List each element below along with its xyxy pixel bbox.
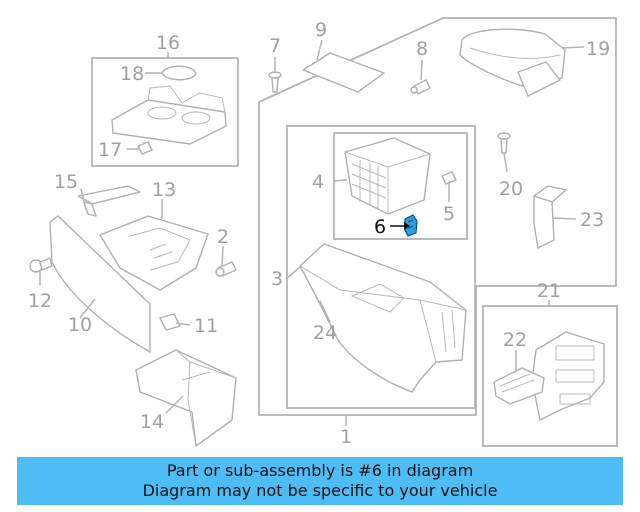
bracket-15-part xyxy=(77,185,141,217)
console-body-part xyxy=(299,243,467,393)
callout-20: 20 xyxy=(499,178,523,200)
lower-bracket-14-part xyxy=(135,349,237,447)
callout-1: 1 xyxy=(340,426,352,448)
callout-16: 16 xyxy=(156,32,180,54)
box-16 xyxy=(91,57,239,167)
screw-8 xyxy=(410,79,431,95)
callout-15: 15 xyxy=(54,171,78,193)
bolt-12 xyxy=(29,257,53,273)
banner-line-disclaimer: Diagram may not be specific to your vehi… xyxy=(142,481,498,500)
clip-5 xyxy=(441,171,457,185)
part-6-highlighted xyxy=(404,214,418,237)
callout-6-highlighted: 6 xyxy=(374,216,386,238)
box-21 xyxy=(482,305,618,447)
frame-13-part xyxy=(99,215,209,291)
callout-10: 10 xyxy=(68,314,92,336)
callout-11: 11 xyxy=(194,315,218,337)
callout-4: 4 xyxy=(312,171,324,193)
callout-14: 14 xyxy=(140,411,164,433)
banner-line-part-number: Part or sub-assembly is #6 in diagram xyxy=(166,461,474,480)
box-3 xyxy=(286,125,476,409)
callout-17: 17 xyxy=(98,139,122,161)
leader-lines xyxy=(39,39,585,426)
callout-8: 8 xyxy=(416,38,428,60)
callout-12: 12 xyxy=(28,290,52,312)
clip-11 xyxy=(159,313,181,331)
callout-22: 22 xyxy=(503,329,527,351)
callout-3: 3 xyxy=(271,268,283,290)
rear-vent-panel-part xyxy=(493,331,605,421)
callout-21: 21 xyxy=(537,280,561,302)
vent-duct-23-part xyxy=(533,185,567,249)
callout-18: 18 xyxy=(120,63,144,85)
cupholder-part xyxy=(111,65,227,155)
parts-diagram: 16 18 17 7 9 8 19 4 5 6 15 13 2 3 12 10 … xyxy=(28,17,618,448)
bolt-2 xyxy=(215,261,237,277)
callout-23: 23 xyxy=(580,209,604,231)
callout-2: 2 xyxy=(217,226,229,248)
storage-bin-part xyxy=(344,137,431,215)
side-panel-10 xyxy=(49,215,151,353)
part-9-sheet xyxy=(302,52,385,93)
info-banner: Part or sub-assembly is #6 in diagram Di… xyxy=(17,457,623,505)
callout-24: 24 xyxy=(313,322,337,344)
armrest-lid-part xyxy=(459,28,566,97)
callout-19: 19 xyxy=(586,38,610,60)
callout-5: 5 xyxy=(443,203,455,225)
box-1 xyxy=(258,17,617,416)
screw-20 xyxy=(497,132,511,154)
callout-13: 13 xyxy=(152,179,176,201)
callout-7: 7 xyxy=(269,35,281,57)
screw-7 xyxy=(268,71,282,93)
callout-9: 9 xyxy=(315,19,327,41)
box-4 xyxy=(333,132,468,240)
